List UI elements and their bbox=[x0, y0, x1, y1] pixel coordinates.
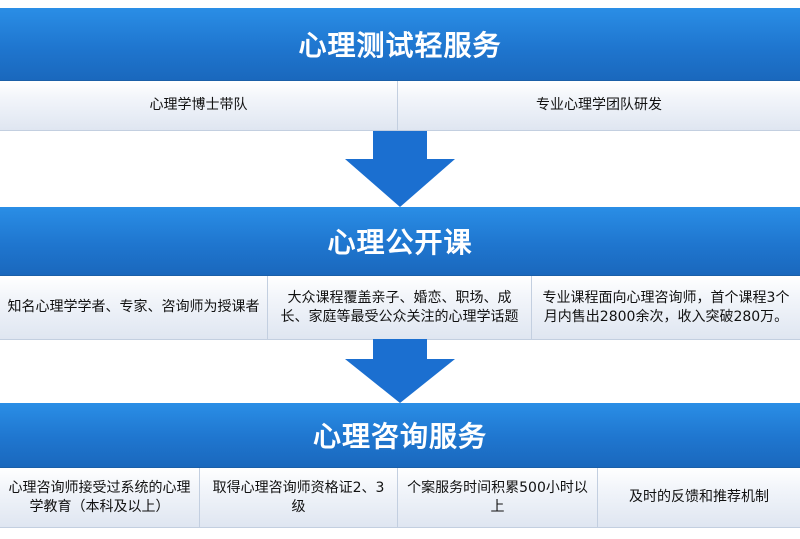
feature-cell: 及时的反馈和推荐机制 bbox=[598, 468, 800, 528]
section-open-course: 心理公开课 知名心理学学者、专家、咨询师为授课者 大众课程覆盖亲子、婚恋、职场、… bbox=[0, 207, 800, 340]
section-header: 心理公开课 bbox=[0, 207, 800, 276]
section-header: 心理咨询服务 bbox=[0, 403, 800, 468]
down-arrow-icon bbox=[345, 131, 455, 207]
section-title: 心理公开课 bbox=[327, 226, 473, 259]
feature-cell: 取得心理咨询师资格证2、3级 bbox=[200, 468, 398, 528]
section-title: 心理测试轻服务 bbox=[298, 29, 502, 62]
section-title: 心理咨询服务 bbox=[312, 420, 487, 453]
feature-cell: 知名心理学学者、专家、咨询师为授课者 bbox=[0, 276, 268, 340]
feature-text: 取得心理咨询师资格证2、3级 bbox=[212, 480, 385, 515]
feature-text: 大众课程覆盖亲子、婚恋、职场、成长、家庭等最受公众关注的心理学话题 bbox=[280, 290, 519, 325]
section-psych-test: 心理测试轻服务 心理学博士带队 专业心理学团队研发 bbox=[0, 8, 800, 131]
feature-cell: 心理学博士带队 bbox=[0, 81, 398, 131]
feature-text: 及时的反馈和推荐机制 bbox=[629, 489, 769, 506]
section-counseling: 心理咨询服务 心理咨询师接受过系统的心理学教育（本科及以上） 取得心理咨询师资格… bbox=[0, 403, 800, 528]
feature-cell: 大众课程覆盖亲子、婚恋、职场、成长、家庭等最受公众关注的心理学话题 bbox=[268, 276, 532, 340]
feature-cell: 个案服务时间积累500小时以上 bbox=[398, 468, 598, 528]
feature-text: 知名心理学学者、专家、咨询师为授课者 bbox=[7, 299, 260, 316]
feature-cell: 专业课程面向心理咨询师，首个课程3个月内售出2800余次，收入突破280万。 bbox=[532, 276, 800, 340]
feature-row: 心理咨询师接受过系统的心理学教育（本科及以上） 取得心理咨询师资格证2、3级 个… bbox=[0, 468, 800, 528]
feature-text: 心理咨询师接受过系统的心理学教育（本科及以上） bbox=[8, 480, 191, 515]
feature-cell: 专业心理学团队研发 bbox=[398, 81, 800, 131]
down-arrow-icon bbox=[345, 339, 455, 403]
feature-text: 心理学博士带队 bbox=[149, 97, 248, 114]
feature-text: 个案服务时间积累500小时以上 bbox=[407, 480, 588, 515]
feature-row: 知名心理学学者、专家、咨询师为授课者 大众课程覆盖亲子、婚恋、职场、成长、家庭等… bbox=[0, 276, 800, 340]
feature-row: 心理学博士带队 专业心理学团队研发 bbox=[0, 81, 800, 131]
feature-text: 专业课程面向心理咨询师，首个课程3个月内售出2800余次，收入突破280万。 bbox=[542, 290, 790, 325]
feature-cell: 心理咨询师接受过系统的心理学教育（本科及以上） bbox=[0, 468, 200, 528]
section-header: 心理测试轻服务 bbox=[0, 8, 800, 81]
feature-text: 专业心理学团队研发 bbox=[536, 97, 662, 114]
